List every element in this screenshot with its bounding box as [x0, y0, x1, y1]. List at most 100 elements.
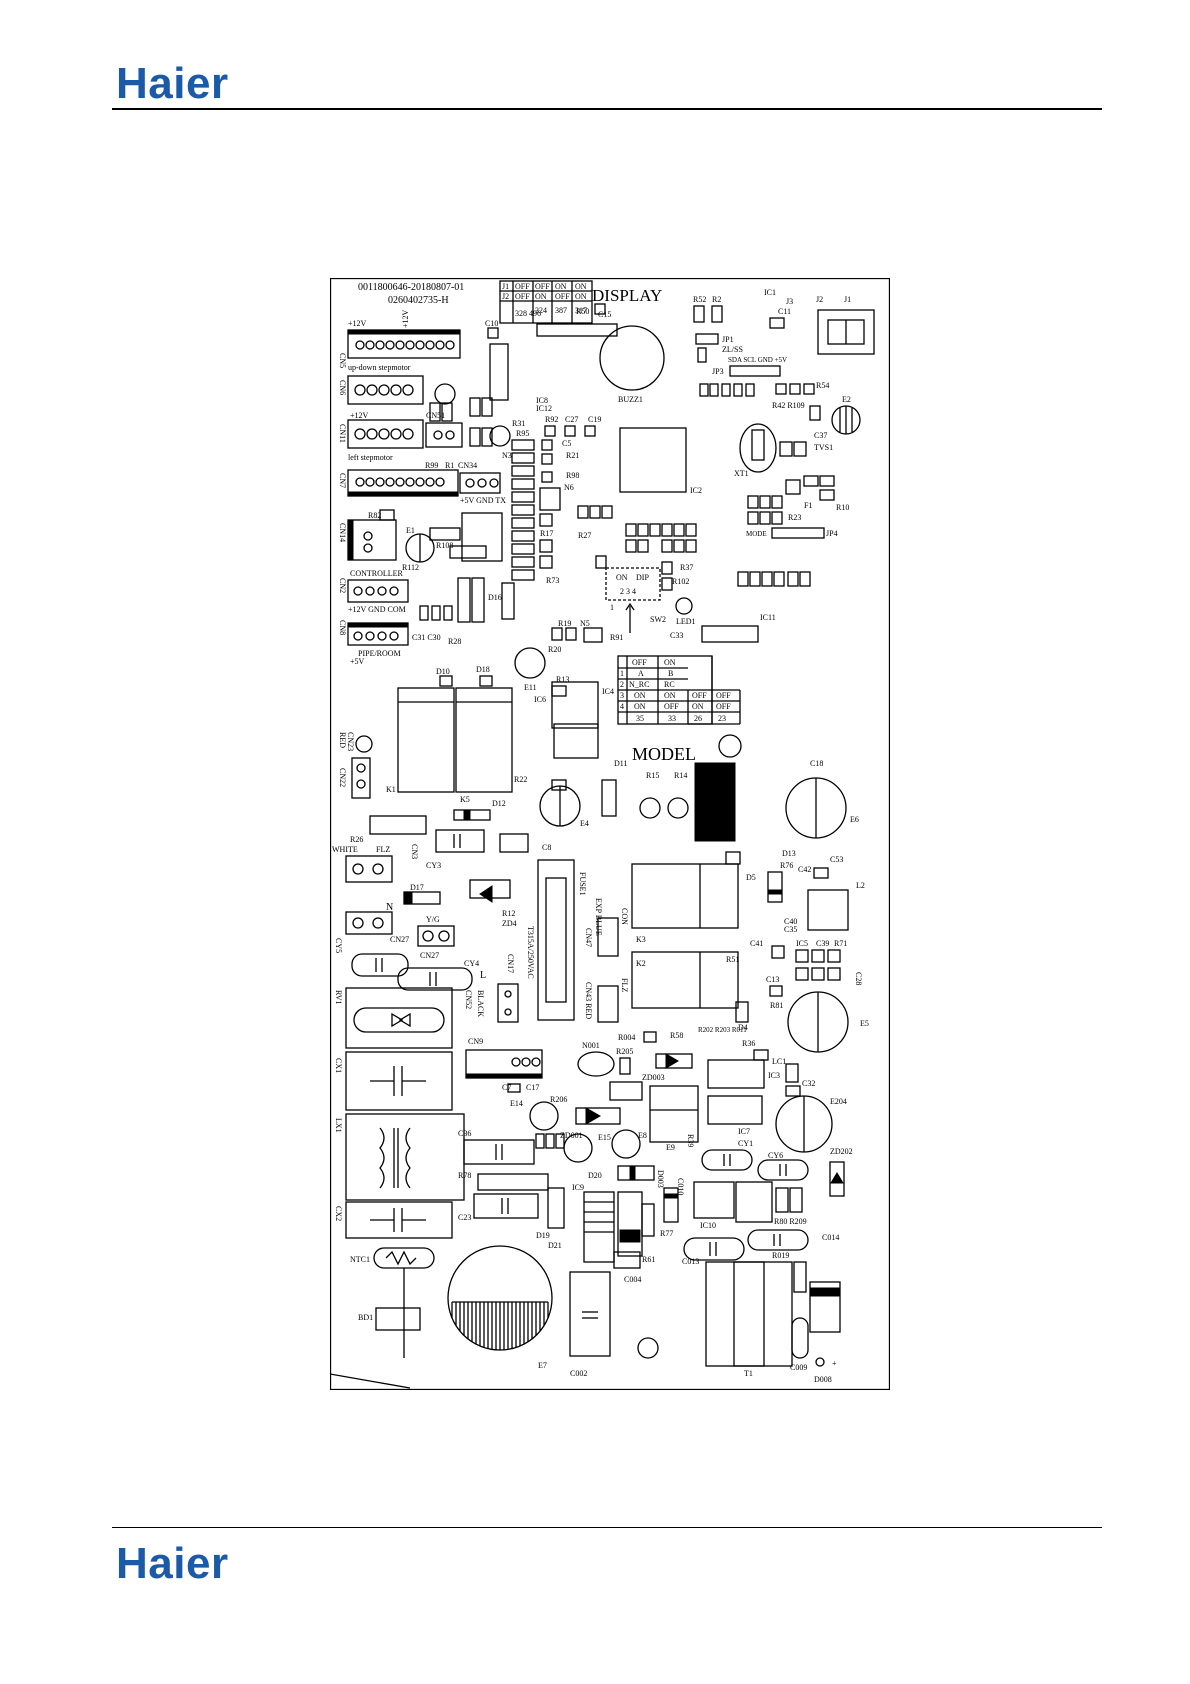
circle-shape: [639, 797, 661, 819]
lbl-r202: R202 R203 R011: [698, 1026, 747, 1034]
lbl-d11: D11: [614, 759, 627, 768]
rect-shape: [465, 1073, 543, 1079]
circle-shape: [365, 340, 375, 350]
lbl-e9: E9: [666, 1143, 675, 1152]
lbl-r31: R31: [512, 419, 525, 428]
lbl-j2: J2: [816, 295, 823, 304]
cn7-bar: [347, 491, 459, 497]
rect-shape: [551, 627, 563, 641]
lbl-cn34: CN34: [458, 461, 477, 470]
lbl-c7: C7: [502, 1083, 511, 1092]
cn34-connector: [459, 472, 501, 494]
lbl-cn11: CN11: [338, 424, 347, 443]
lbl-ntc1: NTC1: [350, 1255, 370, 1264]
lbl-cn8: CN8: [338, 620, 347, 635]
t1-transformer: [705, 1261, 793, 1367]
lbl-d4: D4: [738, 1023, 748, 1032]
rect-shape: [609, 1081, 643, 1101]
rect-shape: [479, 675, 493, 687]
polygon-shape: [479, 885, 493, 903]
lbl-l2: L2: [856, 881, 865, 890]
dt-r1c1: N_RC: [629, 680, 649, 689]
rect-shape: [749, 571, 761, 587]
rect-shape: [435, 829, 485, 853]
lbl-cn3: CN3: [410, 844, 419, 859]
lbl-f1: F1: [804, 501, 812, 510]
lbl-ic12: IC12: [536, 404, 552, 413]
ic10-package: [693, 1181, 735, 1219]
rect-shape: [785, 1063, 799, 1083]
rect-shape: [347, 519, 354, 561]
lbl-cn22: CN22: [338, 768, 347, 787]
lbl-c18: C18: [810, 759, 823, 768]
lbl-e14: E14: [510, 1099, 523, 1108]
lbl-cn27: CN27: [390, 935, 409, 944]
rect-shape: [827, 949, 841, 963]
rect-shape: [793, 441, 807, 457]
rect-shape: [511, 569, 535, 581]
circle-shape: [354, 384, 366, 396]
rect-shape: [649, 523, 661, 537]
rect-shape: [735, 1181, 773, 1223]
jp3-header: [729, 365, 781, 377]
lbl-cx2: CX2: [334, 1206, 343, 1221]
rect-shape: [733, 383, 743, 397]
lbl-plus12v-a: +12V: [348, 319, 367, 328]
rect-shape: [597, 917, 619, 957]
lbl-left-step: left stepmotor: [348, 453, 393, 462]
rect-shape: [655, 1053, 693, 1069]
rect-shape: [461, 512, 503, 562]
circle-shape: [504, 1008, 512, 1016]
circle-shape: [815, 1357, 825, 1367]
rect-shape: [771, 511, 783, 525]
right-resistor-row-1: [699, 383, 815, 397]
e14-capacitor: [529, 1101, 559, 1131]
lbl-c8: C8: [542, 843, 551, 852]
cn51-connector: [425, 422, 463, 448]
rect-shape: [507, 1083, 521, 1093]
cn11-pins: [354, 428, 414, 440]
lbl-r92: R92: [545, 415, 558, 424]
circle-shape: [389, 631, 399, 641]
circle-shape: [511, 1057, 521, 1067]
polygon-shape: [665, 1053, 679, 1069]
rect-shape: [673, 539, 685, 553]
circle-shape: [352, 917, 364, 929]
rect-shape: [767, 889, 783, 895]
lbl-r108: R108: [436, 541, 453, 550]
rect-shape: [499, 280, 593, 324]
lbl-zd4: ZD4: [502, 919, 517, 928]
lbl-e6: E6: [850, 815, 859, 824]
display-label: DISPLAY: [592, 286, 662, 305]
rect-shape: [471, 577, 485, 623]
rect-shape: [725, 851, 741, 865]
circle-shape: [375, 477, 385, 487]
lbl-c37: C37: [814, 431, 827, 440]
circle-shape: [563, 1133, 593, 1163]
circle-shape: [477, 478, 487, 488]
lbl-e1: E1: [406, 526, 415, 535]
k1-relay: [397, 687, 455, 793]
dt-r0c2: B: [668, 669, 673, 678]
polygon-shape: [585, 1107, 602, 1125]
rect-shape: [693, 305, 705, 323]
rect-shape: [697, 347, 707, 363]
rect-shape: [759, 511, 771, 525]
lbl-lc1: LC1: [772, 1057, 786, 1066]
circle-shape: [667, 797, 689, 819]
lbl-e4: E4: [580, 819, 589, 828]
rect-shape: [439, 675, 453, 687]
ic5-area-parts: [771, 945, 841, 981]
lbl-ic11: IC11: [760, 613, 776, 622]
lbl-cy5: CY5: [334, 938, 343, 953]
lbl-d008: D008: [814, 1375, 832, 1384]
dt-x2c0: 26: [694, 714, 702, 723]
lbl-fuse: FUSE1: [578, 872, 587, 896]
lbl-r28: R28: [448, 637, 461, 646]
rect-shape: [443, 605, 453, 621]
rect-shape: [589, 505, 601, 519]
ic-block-mid: [649, 1085, 699, 1143]
n3-transistor: [489, 425, 511, 447]
lbl-e15: E15: [598, 1133, 611, 1142]
rect-shape: [511, 439, 535, 451]
